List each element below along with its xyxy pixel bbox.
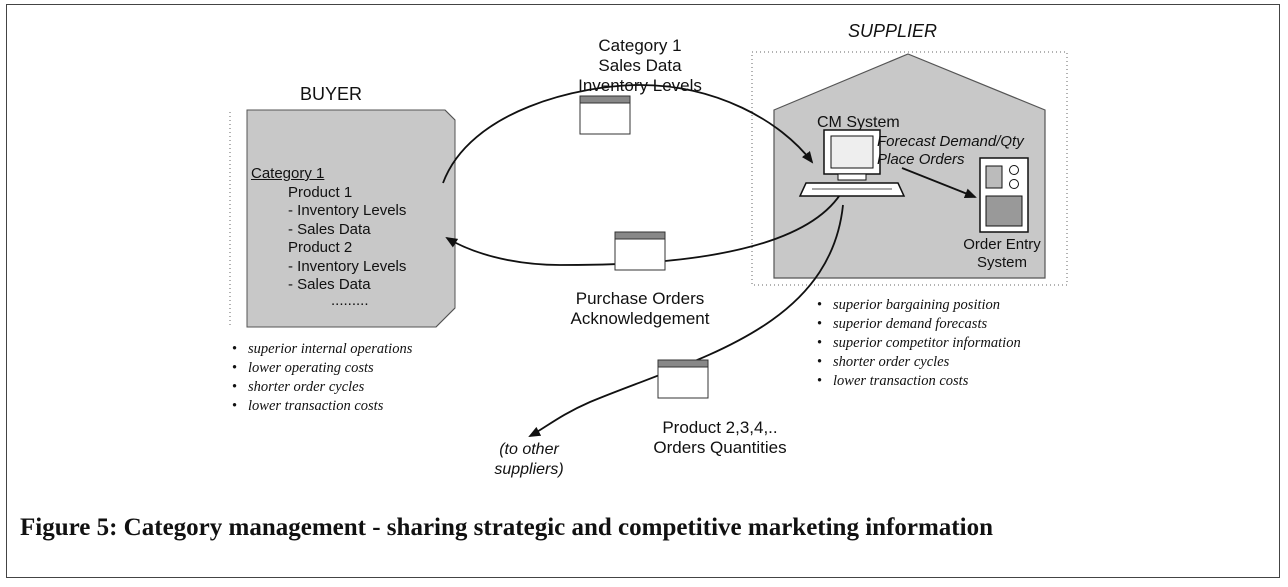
bottom-flow-line: Purchase Orders (575, 289, 705, 308)
buyer-benefit: lower operating costs (232, 359, 412, 378)
supplier-title: SUPPLIER (848, 21, 938, 41)
supplier-benefit: superior bargaining position (817, 296, 1021, 315)
buyer-line: Product 2 (288, 239, 353, 256)
top-flow-line: Inventory Levels (578, 76, 702, 95)
supplier-benefit: superior competitor information (817, 334, 1021, 353)
supplier-house-shape (773, 53, 1046, 279)
computer-icon (798, 129, 906, 197)
forecast-arrow (901, 167, 977, 198)
supplier-benefit: shorter order cycles (817, 353, 1021, 372)
to-other-line: (to other (499, 441, 559, 458)
other-flow-line: Orders Quantities (653, 438, 787, 457)
bottom-flow-label: Purchase Orders Acknowledgement (535, 289, 745, 329)
order-entry-line: Order Entry (963, 236, 1041, 253)
forecast-line: Place Orders (877, 151, 965, 168)
supplier-benefit: lower transaction costs (817, 372, 1021, 391)
document-icon-top (579, 95, 631, 135)
cm-system-label: CM System (817, 114, 900, 131)
supplier-benefit: superior demand forecasts (817, 315, 1021, 334)
buyer-benefit: superior internal operations (232, 340, 412, 359)
top-flow-label: Category 1 Sales Data Inventory Levels (540, 36, 740, 96)
buyer-benefits-list: superior internal operations lower opera… (232, 340, 412, 416)
bottom-flow-line: Acknowledgement (570, 309, 710, 328)
supplier-benefits-list: superior bargaining position superior de… (817, 296, 1021, 391)
document-icon-bottom (614, 231, 666, 271)
top-flow-arrow (442, 84, 814, 184)
forecast-line: Forecast Demand/Qty (877, 133, 1024, 150)
buyer-line: - Inventory Levels (288, 202, 407, 219)
buyer-line: - Inventory Levels (288, 257, 407, 275)
buyer-box-text: Category 1 Product 1 - Inventory Levels … (251, 165, 407, 309)
bottom-flow-arrow (445, 189, 844, 266)
buyer-line: - Sales Data (288, 220, 371, 238)
buyer-title: BUYER (300, 84, 363, 104)
figure-caption: Figure 5: Category management - sharing … (20, 514, 993, 541)
document-icon-lower (657, 359, 709, 399)
other-flow-line: Product 2,3,4,.. (662, 418, 778, 437)
figure-frame (6, 4, 1280, 578)
buyer-benefit: shorter order cycles (232, 378, 412, 397)
buyer-line: - Sales Data (288, 276, 371, 293)
order-entry-server-icon (979, 157, 1029, 233)
buyer-benefit: lower transaction costs (232, 397, 412, 416)
order-entry-line: System (976, 254, 1027, 271)
to-other-suppliers-label: (to other suppliers) (484, 440, 574, 480)
other-flow-label: Product 2,3,4,.. Orders Quantities (620, 418, 820, 458)
top-flow-line: Sales Data (598, 56, 682, 75)
to-other-line: suppliers) (494, 461, 564, 478)
buyer-line: ......... (331, 291, 369, 309)
order-entry-label: Order Entry System (957, 236, 1047, 272)
top-flow-line: Category 1 (598, 36, 682, 55)
buyer-line: Product 1 (288, 183, 353, 201)
buyer-category: Category 1 (251, 165, 325, 182)
forecast-label: Forecast Demand/Qty Place Orders (877, 133, 1024, 169)
